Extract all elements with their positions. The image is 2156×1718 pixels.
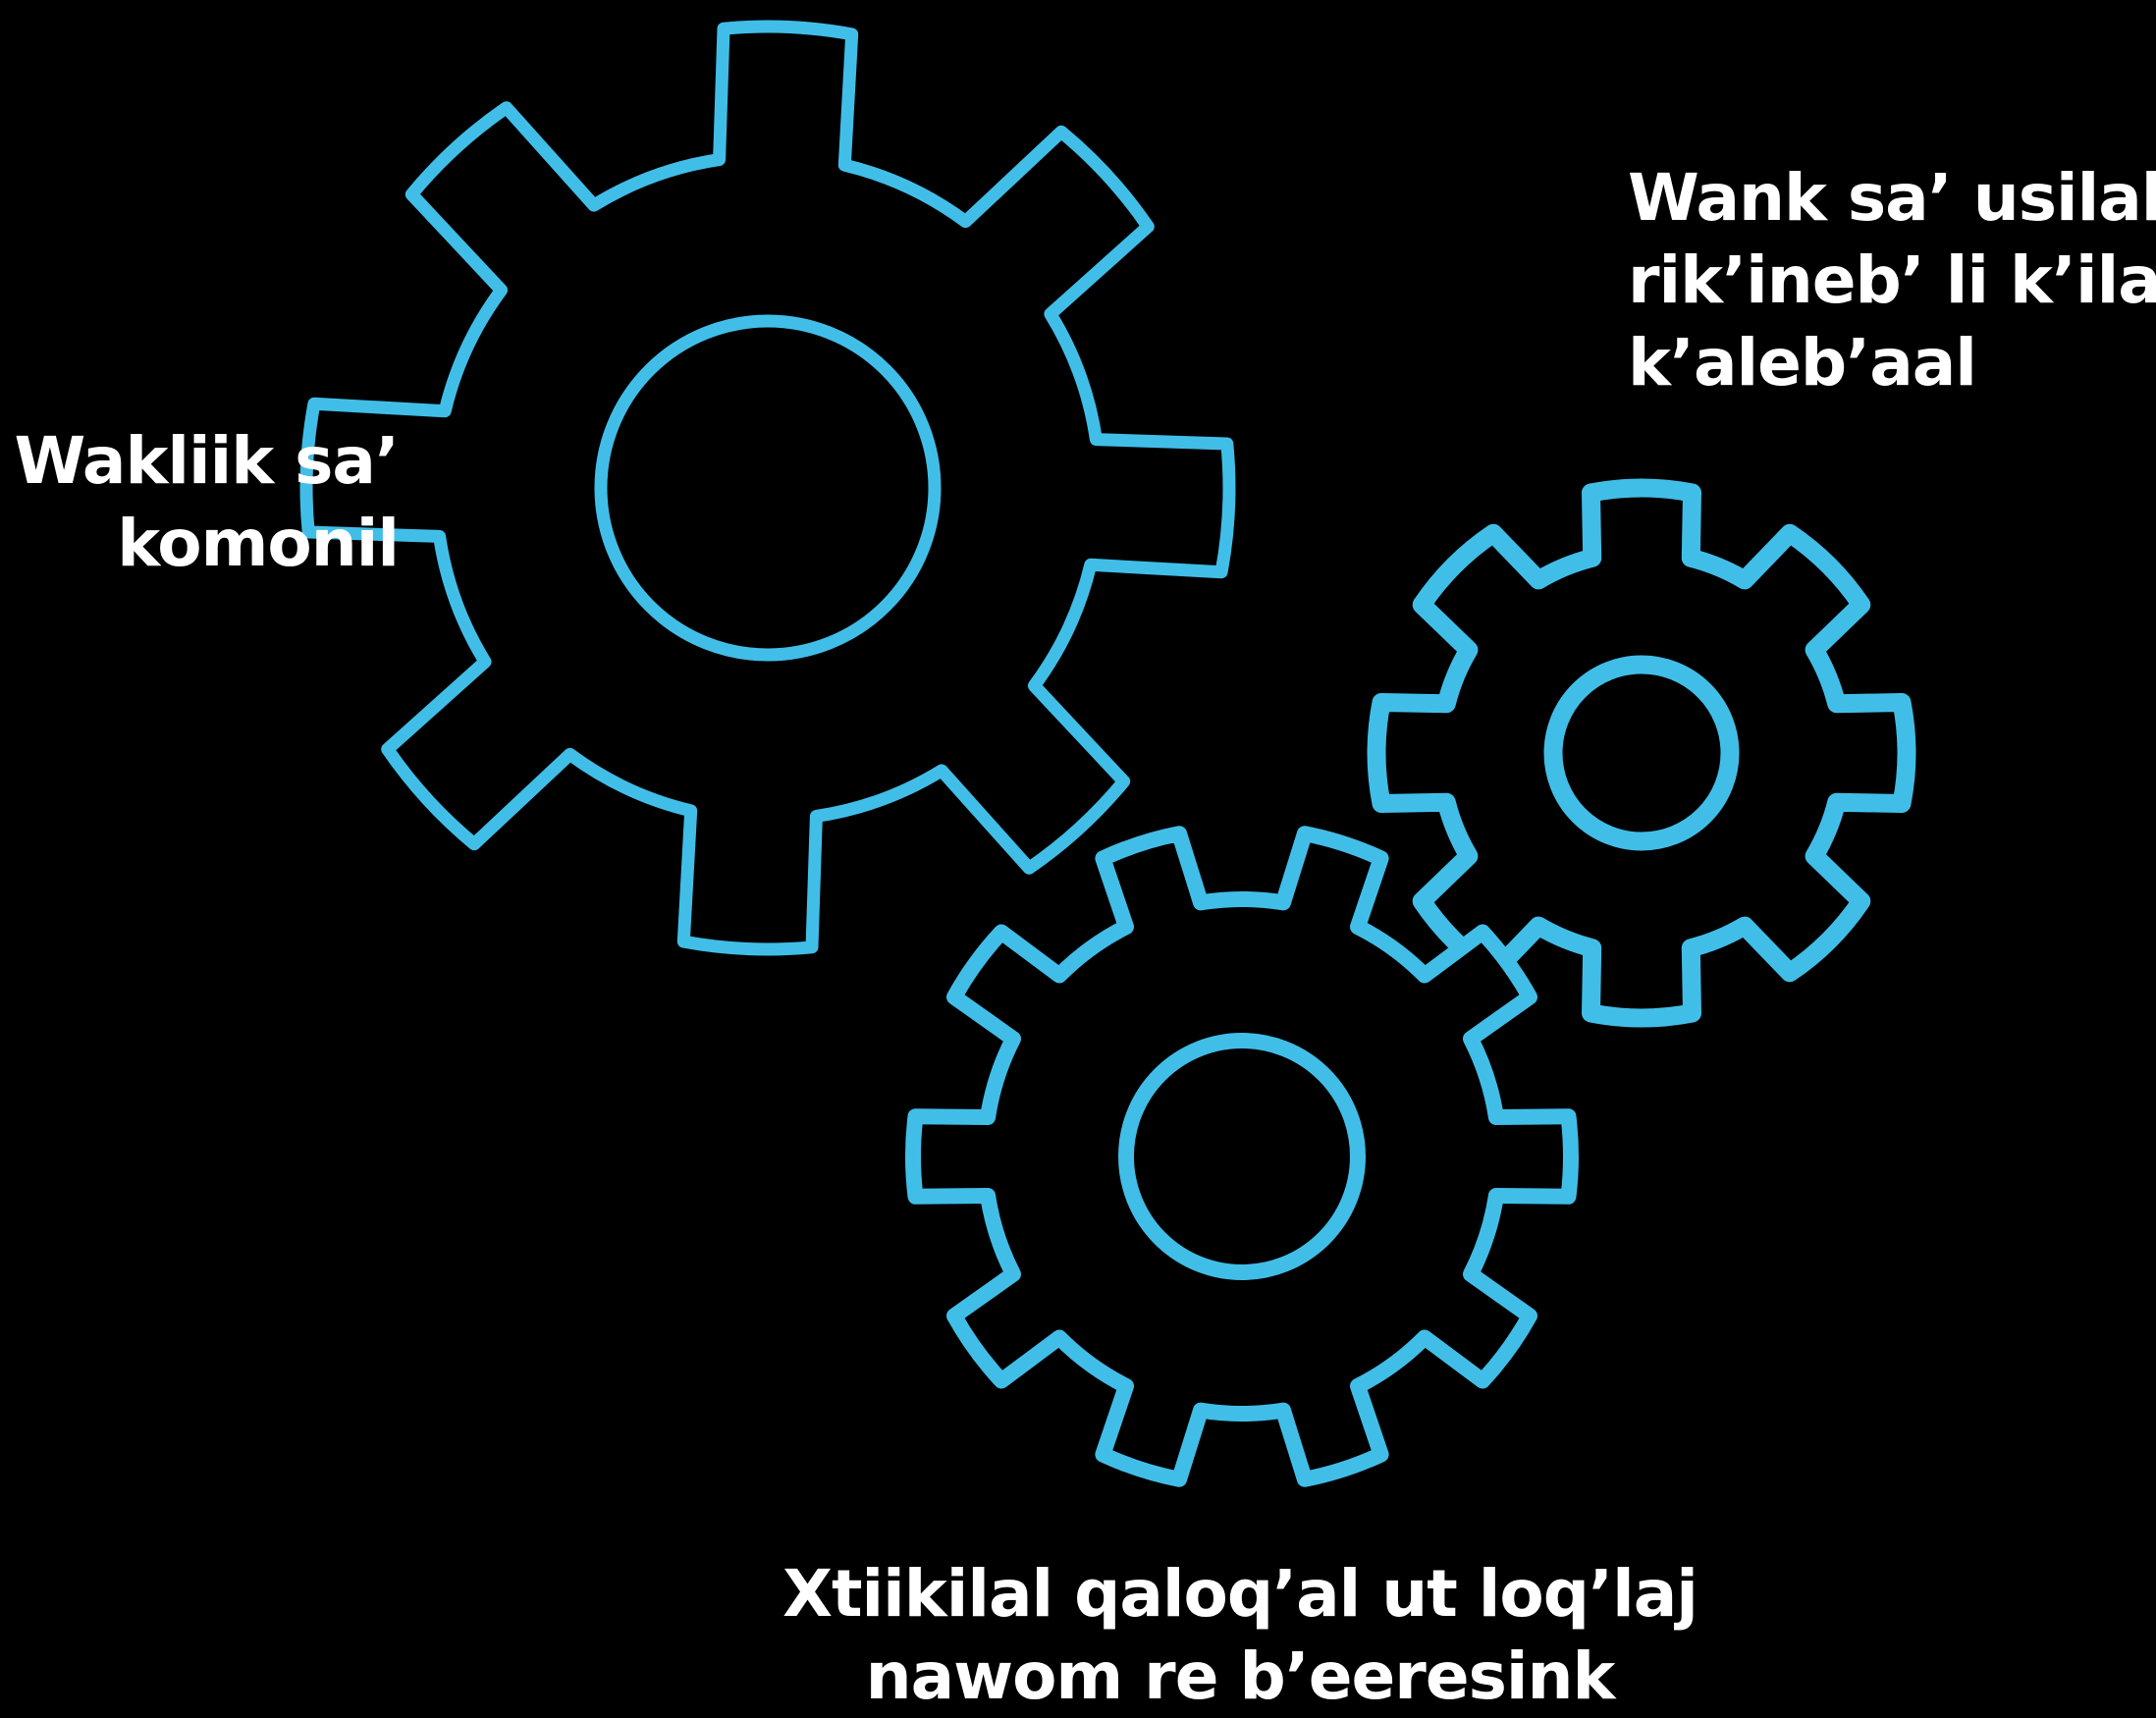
label-right-line-3: k’aleb’aal — [1628, 325, 1977, 401]
label-right-line-1: Wank sa’ usilal — [1628, 160, 2156, 236]
label-bottom: Xtiikilal qaloq’al ut loq’laj nawom re b… — [769, 1553, 1711, 1718]
label-bottom-line-1: Xtiikilal qaloq’al ut loq’laj — [782, 1556, 1698, 1632]
label-left-line-2: komonil — [117, 506, 400, 581]
gear-outline — [905, 826, 1579, 1487]
label-bottom-line-2: nawom re b’eeresink — [865, 1638, 1616, 1714]
gear-outline — [299, 20, 1236, 956]
gear-hole — [1118, 1033, 1366, 1280]
label-right-line-2: rik’ineb’ li k’ila — [1628, 242, 2156, 318]
label-right: Wank sa’ usilal rik’ineb’ li k’ila k’ale… — [1628, 157, 2156, 404]
right-gear-icon — [1367, 478, 1916, 1028]
gear-hole — [1543, 655, 1740, 851]
gear-hole — [594, 314, 942, 662]
label-left-line-1: Wakliik sa’ — [14, 423, 400, 499]
gear-outline — [1367, 478, 1916, 1028]
label-left: Wakliik sa’ komonil — [14, 420, 400, 585]
large-gear-icon — [299, 20, 1236, 956]
bottom-gear-icon — [905, 826, 1579, 1487]
